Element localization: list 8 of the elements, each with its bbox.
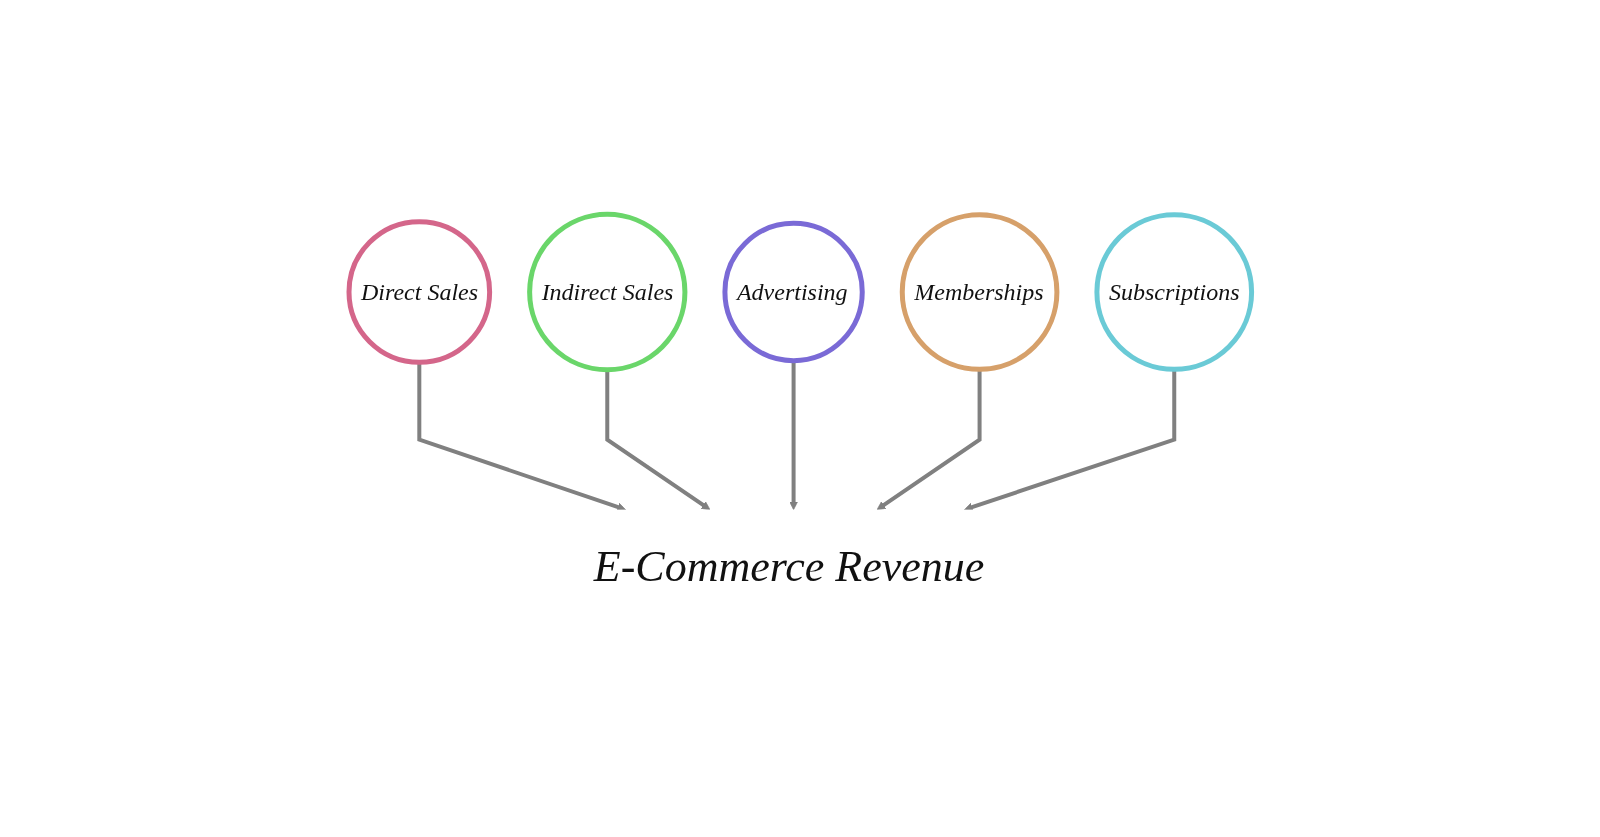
arrow bbox=[788, 360, 798, 510]
node-circle: Subscriptions bbox=[1094, 211, 1254, 372]
node-circle: Memberships bbox=[899, 211, 1060, 372]
node-circle: Direct Sales bbox=[346, 218, 492, 365]
node-circle: Advertising bbox=[722, 220, 865, 363]
arrow bbox=[605, 369, 711, 510]
node-text: E-Commerce Revenue bbox=[593, 541, 985, 591]
node-circle: Indirect Sales bbox=[526, 211, 688, 372]
